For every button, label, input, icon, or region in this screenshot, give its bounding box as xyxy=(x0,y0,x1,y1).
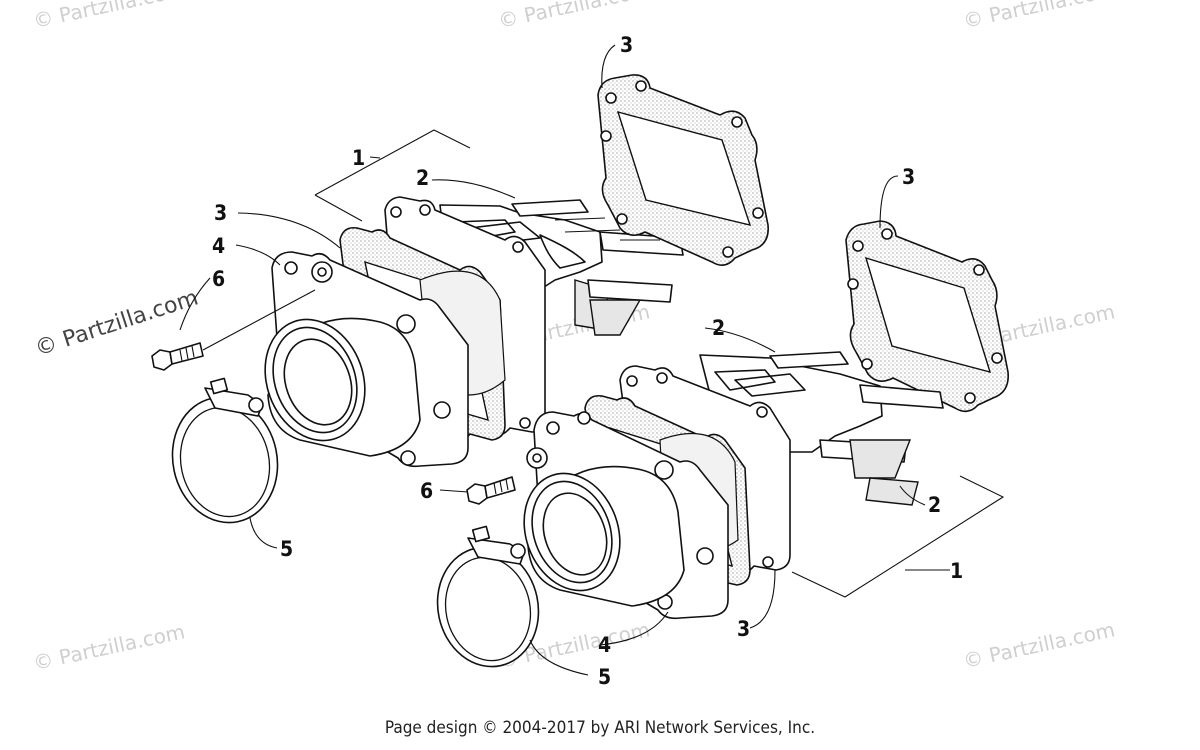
gasket-right xyxy=(845,220,1010,413)
callout-3-top-left: 3 xyxy=(214,201,227,225)
bolt-lower xyxy=(466,476,516,505)
gasket-top-right xyxy=(597,74,769,266)
callout-1-lower: 1 xyxy=(950,559,963,583)
callout-2-lower: 2 xyxy=(928,493,941,517)
page-footer-copyright: Page design © 2004-2017 by ARI Network S… xyxy=(384,718,816,738)
callout-5-top-left: 5 xyxy=(280,537,293,561)
leader-lines xyxy=(179,44,950,676)
callout-3-lower: 3 xyxy=(737,617,750,641)
reed-assembly-bracket-lower xyxy=(791,475,1005,598)
callout-2-top: 2 xyxy=(416,166,429,190)
callout-6-top-left: 6 xyxy=(212,267,225,291)
callout-3-top-right: 3 xyxy=(620,33,633,57)
hose-clamp-lower xyxy=(436,525,540,668)
callout-labels: 1 2 3 4 6 3 3 2 6 2 5 1 3 4 5 xyxy=(212,33,963,689)
callout-1-top: 1 xyxy=(352,146,365,170)
watermark-bottom-left: © Partzilla.com xyxy=(31,619,187,675)
callout-5-lower: 5 xyxy=(598,665,611,689)
hose-clamp-top xyxy=(171,377,279,524)
intake-boot-top xyxy=(264,317,421,457)
watermark-bottom-right: © Partzilla.com xyxy=(961,617,1117,673)
callout-4-lower: 4 xyxy=(598,633,611,657)
reed-assembly-bracket-top xyxy=(314,129,471,222)
callout-2-mid: 2 xyxy=(712,316,725,340)
callout-3-right: 3 xyxy=(902,165,915,189)
callout-4-top-left: 4 xyxy=(212,234,225,258)
watermark-top-left: © Partzilla.com xyxy=(31,0,187,33)
watermark-top-center: © Partzilla.com xyxy=(496,0,652,33)
bolt-top xyxy=(151,289,316,371)
watermark-top-right: © Partzilla.com xyxy=(961,0,1117,33)
callout-6-lower: 6 xyxy=(420,479,433,503)
intake-boot-lower xyxy=(523,465,685,607)
